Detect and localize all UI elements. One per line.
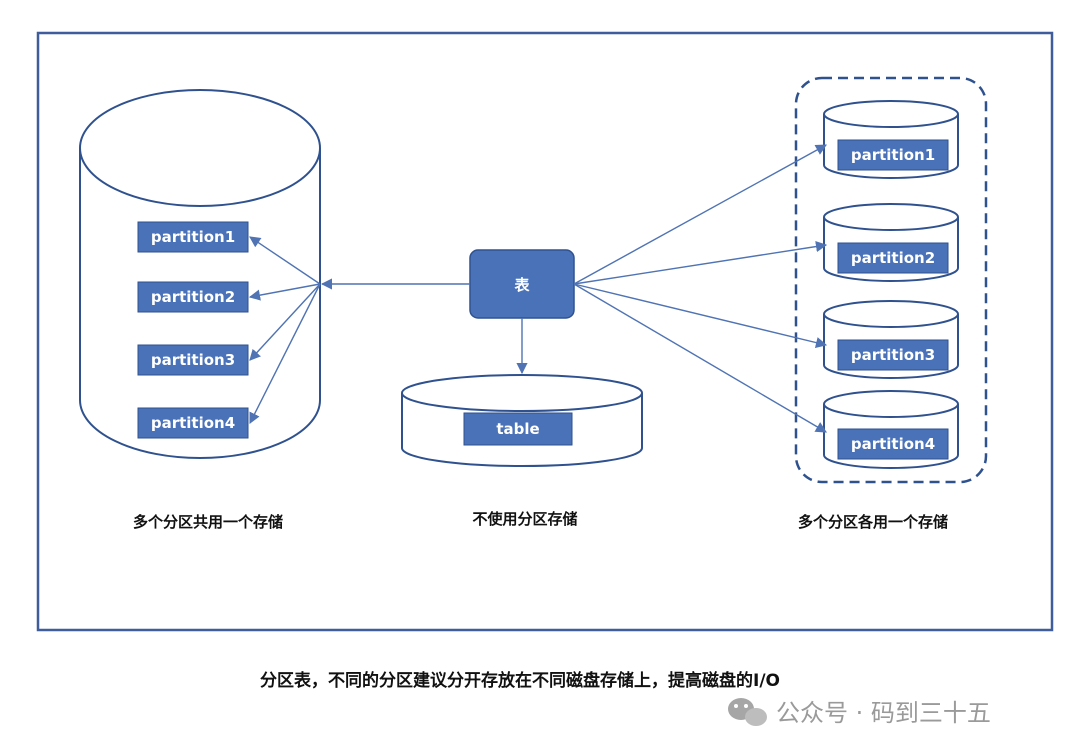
arrow-to-separate-4 <box>573 283 827 433</box>
arrow-to-separate-1 <box>573 144 827 285</box>
shared-storage-cylinder <box>79 89 321 459</box>
separate-partition-label: partition1 <box>851 146 935 164</box>
arrow-to-separate-2 <box>573 241 828 285</box>
table-node: 表 <box>469 249 575 319</box>
shared-partition-label: partition1 <box>151 228 235 246</box>
separate-storage-group <box>794 76 988 484</box>
separate-storage-caption: 多个分区各用一个存储 <box>798 513 948 531</box>
arrow-to-separate-3 <box>573 283 828 349</box>
shared-partition-label: partition3 <box>151 351 235 369</box>
separate-partition-label: partition4 <box>851 435 935 453</box>
watermark: 公众号 · 码到三十五 <box>728 698 991 727</box>
separate-cylinder-2: partition2 <box>823 203 959 282</box>
arrow-to-shared-partition-1 <box>249 236 321 285</box>
shared-partition-box-3: partition3 <box>137 344 249 376</box>
separate-cylinder-1: partition1 <box>823 100 959 179</box>
connectors <box>248 144 828 433</box>
diagram-frame <box>36 31 1054 632</box>
shared-partition-box-2: partition2 <box>137 281 249 313</box>
watermark-text: 公众号 · 码到三十五 <box>776 699 991 727</box>
shared-partition-box-4: partition4 <box>137 407 249 439</box>
footer-caption: 分区表，不同的分区建议分开存放在不同磁盘存储上，提高磁盘的I/O <box>260 670 780 691</box>
no-partition-cylinder: table <box>401 374 643 467</box>
separate-partition-label: partition2 <box>851 249 935 267</box>
shared-partition-label: partition2 <box>151 288 235 306</box>
table-node-label: 表 <box>514 276 530 294</box>
arrow-to-shared-partition-2 <box>248 283 321 301</box>
no-partition-caption: 不使用分区存储 <box>472 510 577 528</box>
shared-storage-caption: 多个分区共用一个存储 <box>133 513 283 531</box>
separate-cylinder-4: partition4 <box>823 390 959 469</box>
shared-partition-label: partition4 <box>151 414 235 432</box>
no-partition-label: table <box>496 420 539 438</box>
arrow-to-shared-partition-4 <box>249 283 321 425</box>
arrow-to-shared-partition-3 <box>249 283 321 361</box>
wechat-icon <box>728 698 767 726</box>
separate-partition-label: partition3 <box>851 346 935 364</box>
shared-partition-box-1: partition1 <box>137 221 249 253</box>
separate-cylinder-3: partition3 <box>823 300 959 379</box>
